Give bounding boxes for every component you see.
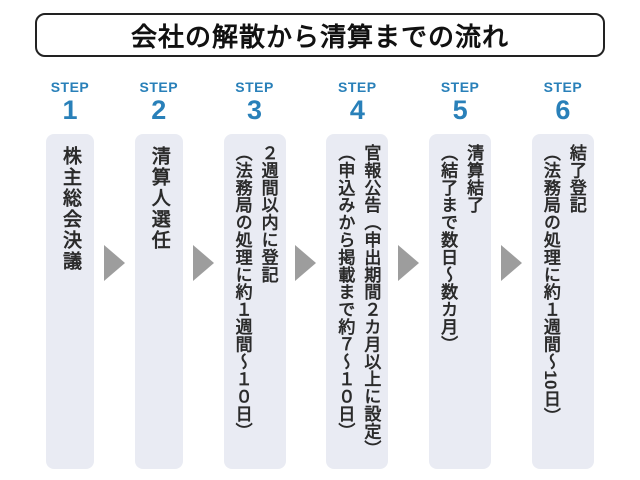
step-number: 1 (62, 95, 78, 125)
step-label: STEP (440, 79, 480, 95)
step-text-line: 結了登記 (566, 144, 586, 214)
step-text-line: ２週間以内に登記 (258, 144, 278, 284)
step-text-line: （法務局の処理に約１週間～１０日） (232, 144, 252, 440)
step-text-line: 官報公告（申出期間２カ月以上に設定） (361, 144, 381, 458)
step-box-4: 官報公告（申出期間２カ月以上に設定） （申込みから掲載まで約７～１０日） (326, 134, 389, 469)
step-column-6: STEP 6 結了登記 （法務局の処理に約１週間～10日） (531, 79, 594, 469)
step-label: STEP (139, 79, 179, 95)
step-header: STEP 3 (235, 79, 274, 127)
arrow-right-icon (103, 245, 125, 281)
arrow-right-icon (501, 245, 523, 281)
steps-row: STEP 1 株主総会決議 STEP 2 清算人選任 STEP 3 (0, 79, 640, 469)
step-column-2: STEP 2 清算人選任 (134, 79, 183, 469)
page-title-box: 会社の解散から清算までの流れ (35, 13, 605, 57)
arrow-right-icon (192, 245, 214, 281)
step-number: 5 (452, 95, 468, 125)
step-text-line: （申込みから掲載まで約７～１０日） (335, 144, 355, 440)
step-box-1: 株主総会決議 (46, 134, 94, 469)
step-header: STEP 5 (441, 79, 480, 127)
arrow-right-icon (295, 245, 317, 281)
step-label: STEP (50, 79, 90, 95)
step-column-1: STEP 1 株主総会決議 (46, 79, 94, 469)
step-text-line: 株主総会決議 (60, 146, 81, 272)
arrow-right-icon (398, 245, 420, 281)
step-box-2: 清算人選任 (134, 134, 183, 469)
step-box-5: 清算結了 （結了まで数日～数カ月） (429, 134, 492, 469)
step-header: STEP 6 (544, 79, 583, 127)
step-header: STEP 1 (51, 79, 90, 127)
step-header: STEP 4 (338, 79, 377, 127)
step-text-line: 清算結了 (464, 144, 484, 214)
step-label: STEP (235, 79, 274, 95)
step-number: 3 (247, 95, 263, 125)
step-text-line: （法務局の処理に約１週間～10日） (540, 144, 560, 425)
step-column-4: STEP 4 官報公告（申出期間２カ月以上に設定） （申込みから掲載まで約７～１… (326, 79, 389, 469)
step-text-line: （結了まで数日～数カ月） (438, 144, 458, 353)
step-box-3: ２週間以内に登記 （法務局の処理に約１週間～１０日） (223, 134, 286, 469)
step-number: 6 (555, 95, 571, 125)
step-number: 4 (349, 95, 365, 125)
step-column-5: STEP 5 清算結了 （結了まで数日～数カ月） (429, 79, 492, 469)
step-label: STEP (338, 79, 377, 95)
page-title: 会社の解散から清算までの流れ (130, 21, 509, 52)
step-label: STEP (543, 79, 583, 95)
step-number: 2 (151, 95, 167, 125)
step-box-6: 結了登記 （法務局の処理に約１週間～10日） (531, 134, 594, 469)
step-header: STEP 2 (139, 79, 178, 127)
step-text-line: 清算人選任 (148, 146, 170, 251)
step-column-3: STEP 3 ２週間以内に登記 （法務局の処理に約１週間～１０日） (223, 79, 286, 469)
